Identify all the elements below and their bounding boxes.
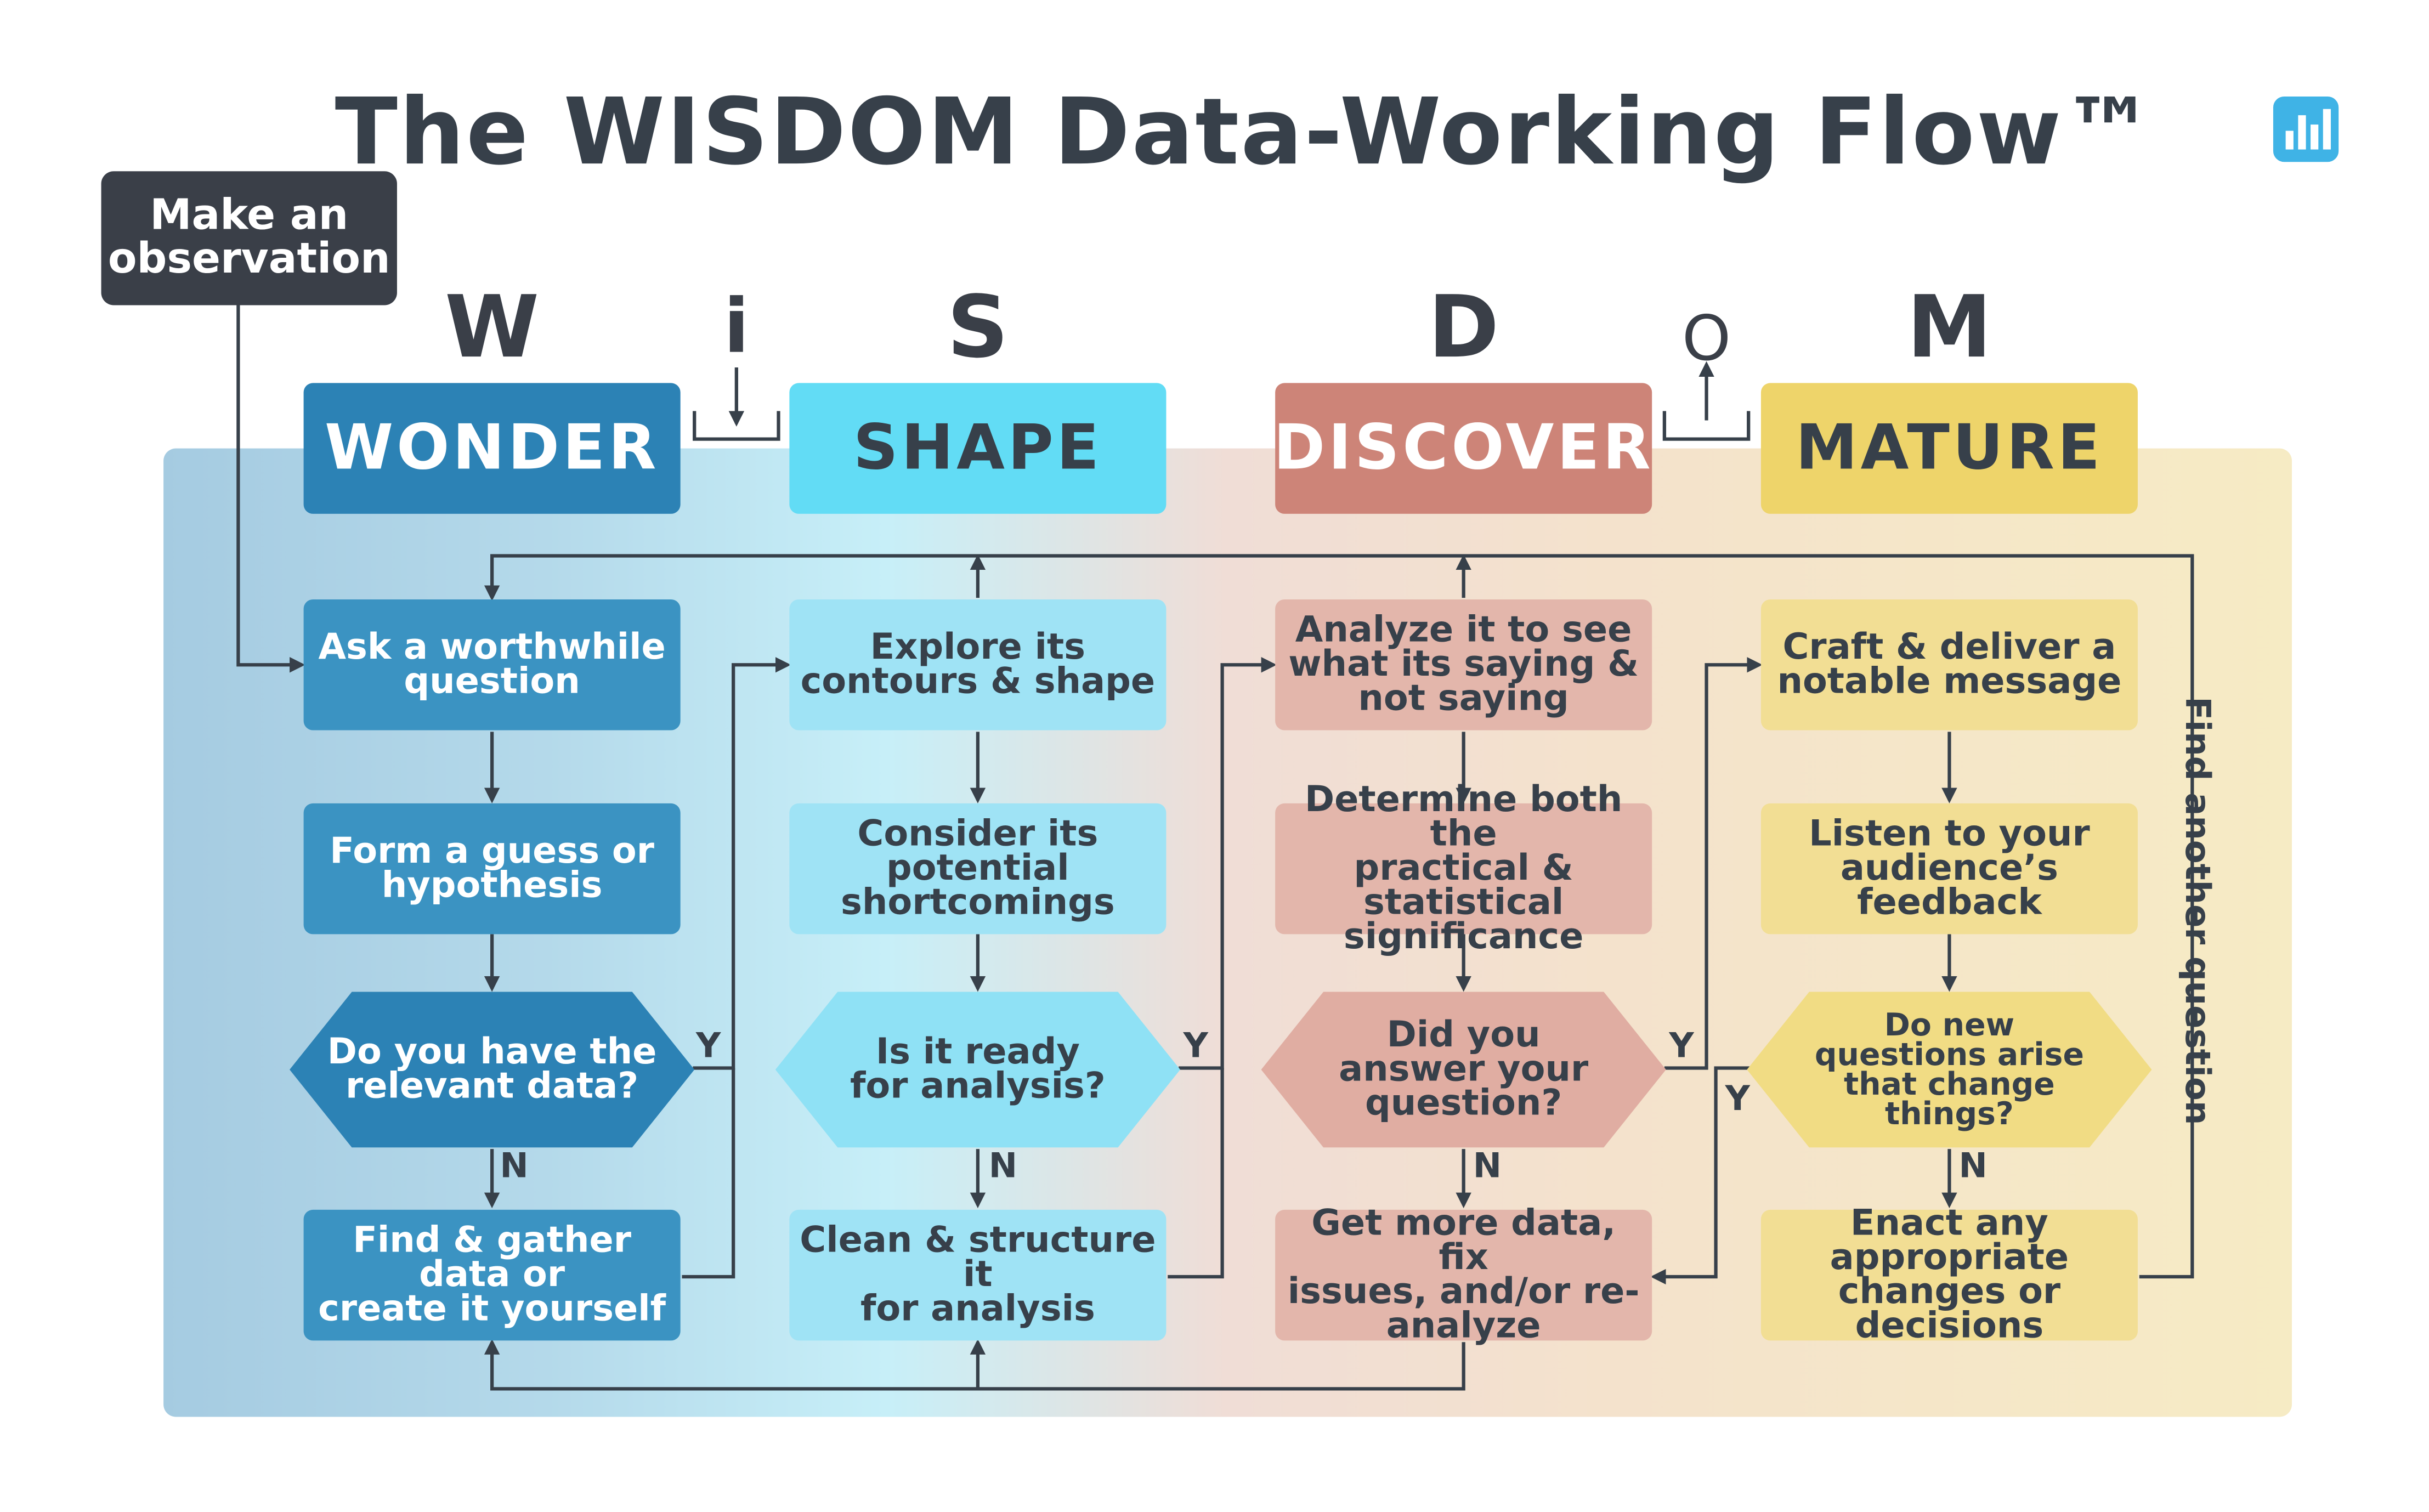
text-line: Do new: [1884, 1005, 2015, 1044]
text-line: things?: [1885, 1094, 2014, 1132]
letter-s: S: [947, 277, 1009, 377]
shape-step-shortcomings: Consider its potential shortcomings: [789, 803, 1167, 935]
loop-label-find-another-question: Find another question: [2176, 696, 2216, 1125]
discover-step-analyze: Analyze it to see what its saying & not …: [1275, 599, 1652, 730]
start-line-2: observation: [107, 235, 390, 284]
text-line: Listen to your: [1809, 814, 2090, 855]
wonder-step-ask-question: Ask a worthwhile question: [303, 599, 681, 730]
text-line: question?: [1365, 1083, 1562, 1124]
letter-d: D: [1428, 277, 1499, 377]
discover-step-significance: Determine both the practical & statistic…: [1275, 783, 1652, 955]
text-line: Consider its potential: [857, 814, 1099, 890]
text-line: analyze: [1386, 1306, 1541, 1347]
text-line: shortcomings: [841, 882, 1115, 924]
text-line: for analysis?: [850, 1066, 1106, 1107]
yes-label-mature: Y: [1725, 1080, 1750, 1120]
text-line: Is it ready: [875, 1032, 1080, 1073]
text-line: significance: [1343, 917, 1584, 958]
text-line: Analyze it to see: [1295, 610, 1632, 651]
stage-header-shape: SHAPE: [789, 383, 1167, 514]
text-line: Determine both the: [1304, 780, 1623, 855]
text-line: Craft & deliver a: [1782, 627, 2116, 668]
text-line: changes or decisions: [1838, 1272, 2061, 1347]
text-line: relevant data?: [345, 1066, 639, 1107]
text-line: Did you: [1386, 1015, 1541, 1056]
text-line: Clean & structure it: [800, 1220, 1156, 1296]
wonder-step-gather-data: Find & gather data or create it yourself: [303, 1209, 681, 1341]
page-title: The WISDOM Data-Working Flow™: [335, 77, 2156, 185]
text-line: create it yourself: [318, 1289, 666, 1330]
text-line: audience’s feedback: [1840, 848, 2058, 924]
mature-step-craft-message: Craft & deliver a notable message: [1760, 599, 2138, 730]
shape-step-explore: Explore its contours & shape: [789, 599, 1167, 730]
mature-step-enact-changes: Enact any appropriate changes or decisio…: [1760, 1206, 2138, 1344]
text-line: answer your: [1339, 1049, 1589, 1090]
yes-label-wonder: Y: [696, 1027, 721, 1067]
text-line: question: [404, 661, 580, 703]
start-box-observation: Make an observation: [101, 171, 397, 305]
text-line: Get more data, fix: [1311, 1203, 1616, 1278]
letter-i: i: [723, 283, 750, 371]
bar-chart-logo-icon: [2273, 97, 2339, 162]
letter-o: O: [1681, 303, 1731, 376]
letter-m: M: [1906, 277, 1992, 377]
text-line: Ask a worthwhile: [318, 627, 666, 668]
start-line-1: Make an: [150, 191, 349, 240]
text-line: for analysis: [860, 1289, 1095, 1330]
yes-label-discover: Y: [1669, 1027, 1694, 1067]
text-line: what its saying &: [1288, 644, 1639, 686]
text-line: Do you have the: [327, 1032, 657, 1073]
stage-header-discover: DISCOVER: [1273, 383, 1652, 514]
text-line: that change: [1844, 1064, 2055, 1103]
text-line: not saying: [1358, 678, 1569, 720]
text-line: Explore its: [870, 627, 1086, 668]
text-line: Enact any appropriate: [1830, 1203, 2069, 1278]
text-line: contours & shape: [800, 661, 1156, 703]
shape-decision-ready: Is it ready for analysis?: [775, 992, 1180, 1148]
text-line: notable message: [1777, 661, 2122, 703]
no-label-mature: N: [1958, 1147, 1988, 1187]
text-line: Form a guess or: [330, 831, 654, 872]
text-line: practical & statistical: [1354, 848, 1573, 924]
text-line: questions arise: [1814, 1035, 2084, 1073]
text-line: Find & gather data or: [353, 1220, 631, 1296]
letter-w: W: [444, 277, 540, 377]
mature-step-listen-feedback: Listen to your audience’s feedback: [1760, 803, 2138, 935]
no-label-discover: N: [1473, 1147, 1502, 1187]
text-line: issues, and/or re-: [1287, 1272, 1640, 1313]
discover-step-get-more-data: Get more data, fix issues, and/or re- an…: [1275, 1206, 1652, 1344]
yes-label-shape: Y: [1183, 1027, 1208, 1067]
wonder-decision-relevant-data: Do you have the relevant data?: [290, 992, 695, 1148]
text-line: hypothesis: [381, 865, 603, 907]
stage-header-mature: MATURE: [1760, 383, 2138, 514]
discover-decision-answered: Did you answer your question?: [1261, 992, 1666, 1148]
mature-decision-new-questions: Do new questions arise that change thing…: [1747, 992, 2152, 1148]
no-label-wonder: N: [500, 1147, 529, 1187]
no-label-shape: N: [988, 1147, 1018, 1187]
wonder-step-form-hypothesis: Form a guess or hypothesis: [303, 803, 681, 935]
shape-step-clean-structure: Clean & structure it for analysis: [789, 1209, 1167, 1341]
stage-header-wonder: WONDER: [303, 383, 681, 514]
